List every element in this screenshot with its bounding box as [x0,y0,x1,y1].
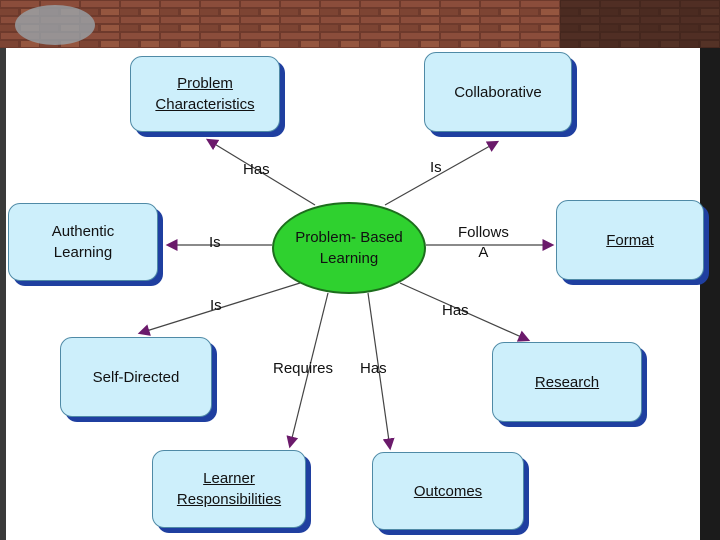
link-label-is: Is [209,234,221,251]
link-label-follows: Follows A [458,223,509,263]
center-label: Problem- [295,229,357,246]
link-label-is: Is [430,159,442,176]
link-label-follows-line: Follows [458,224,509,241]
node-label: Research [534,373,600,391]
link-requires-learner-responsibilities [286,292,329,449]
node-label: Authentic [51,223,115,240]
center-label: Learning [319,250,379,267]
node-label: Learner [203,470,255,487]
center-node-problem-based-learning[interactable]: Problem- Based Learning [272,202,426,294]
center-label: Based [360,229,403,246]
node-label: Responsibilities [176,491,282,508]
node-label: Problem [177,75,233,92]
link-has-research [399,282,531,342]
link-has-problem-characteristics [205,138,316,206]
node-label: Self-Directed [92,368,180,386]
node-research[interactable]: Research [492,342,642,422]
link-label-has: Has [243,161,270,178]
node-label: Learning [53,244,113,261]
link-label-follows-line: A [478,244,489,261]
node-label: Outcomes [413,482,483,500]
link-is-self-directed [137,282,301,336]
link-has-outcomes [367,292,395,451]
node-collaborative[interactable]: Collaborative [424,52,572,132]
node-label: Characteristics [155,96,255,113]
node-self-directed[interactable]: Self-Directed [60,337,212,417]
node-label: Collaborative [454,83,542,101]
node-format[interactable]: Format [556,200,704,280]
link-label-is: Is [210,297,222,314]
node-label: Format [606,231,654,249]
link-label-has: Has [442,302,469,319]
link-label-requires: Requires [273,360,334,377]
link-label-has: Has [360,360,387,377]
link-is-collaborative [384,140,500,206]
node-outcomes[interactable]: Outcomes [372,452,524,530]
